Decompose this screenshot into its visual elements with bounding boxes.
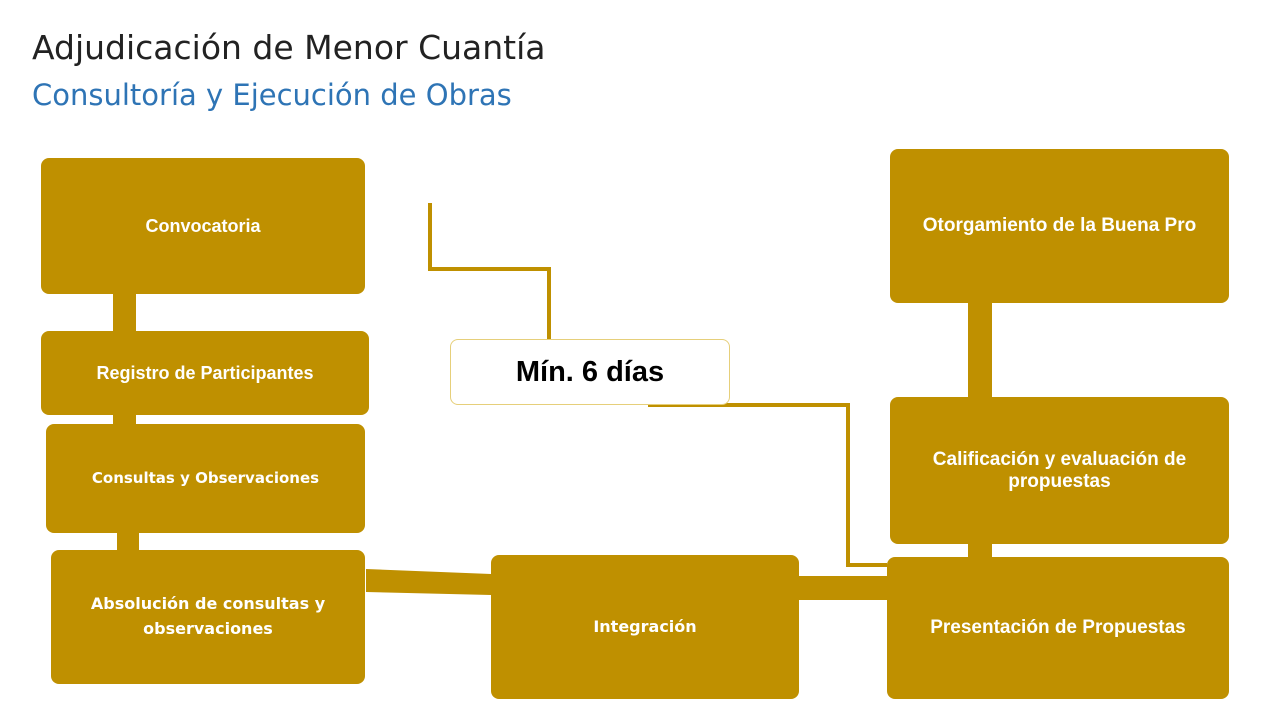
step-label: Integración: [593, 616, 697, 636]
bracket-line-top: [428, 203, 551, 339]
step-label: Consultas y Observaciones: [91, 468, 320, 487]
step-label: Calificación y evaluación de propuestas: [932, 448, 1187, 492]
connector-convocatoria-registro: [113, 294, 136, 332]
step-otorgamiento-buena-pro: Otorgamiento de la Buena Pro: [890, 149, 1229, 303]
connector-presentacion-calificacion: [968, 544, 992, 558]
page-title: Adjudicación de Menor Cuantía: [32, 28, 546, 67]
step-label: Registro de Participantes: [96, 362, 314, 383]
page-subtitle: Consultoría y Ejecución de Obras: [32, 78, 512, 112]
step-absolucion: Absolución de consultas y observaciones: [51, 550, 365, 684]
connector-integracion-presentacion: [799, 576, 887, 600]
duration-label: Mín. 6 días: [515, 355, 665, 388]
connector-absolucion-integracion: [366, 569, 491, 595]
connector-calificacion-otorgamiento: [968, 303, 992, 398]
step-label: Otorgamiento de la Buena Pro: [922, 215, 1197, 237]
connector-consultas-absolucion: [117, 533, 139, 551]
bracket-line-bottom: [648, 403, 887, 567]
step-label: Presentación de Propuestas: [930, 617, 1186, 639]
step-convocatoria: Convocatoria: [41, 158, 365, 294]
step-label: Convocatoria: [145, 215, 261, 236]
step-presentacion-propuestas: Presentación de Propuestas: [887, 557, 1229, 699]
step-label: Absolución de consultas y observaciones: [90, 594, 326, 638]
step-calificacion-evaluacion: Calificación y evaluación de propuestas: [890, 397, 1229, 544]
duration-callout: Mín. 6 días: [450, 339, 730, 405]
step-registro-participantes: Registro de Participantes: [41, 331, 369, 415]
step-integracion: Integración: [491, 555, 799, 699]
step-consultas-observaciones: Consultas y Observaciones: [46, 424, 365, 533]
connector-registro-consultas: [113, 415, 136, 425]
